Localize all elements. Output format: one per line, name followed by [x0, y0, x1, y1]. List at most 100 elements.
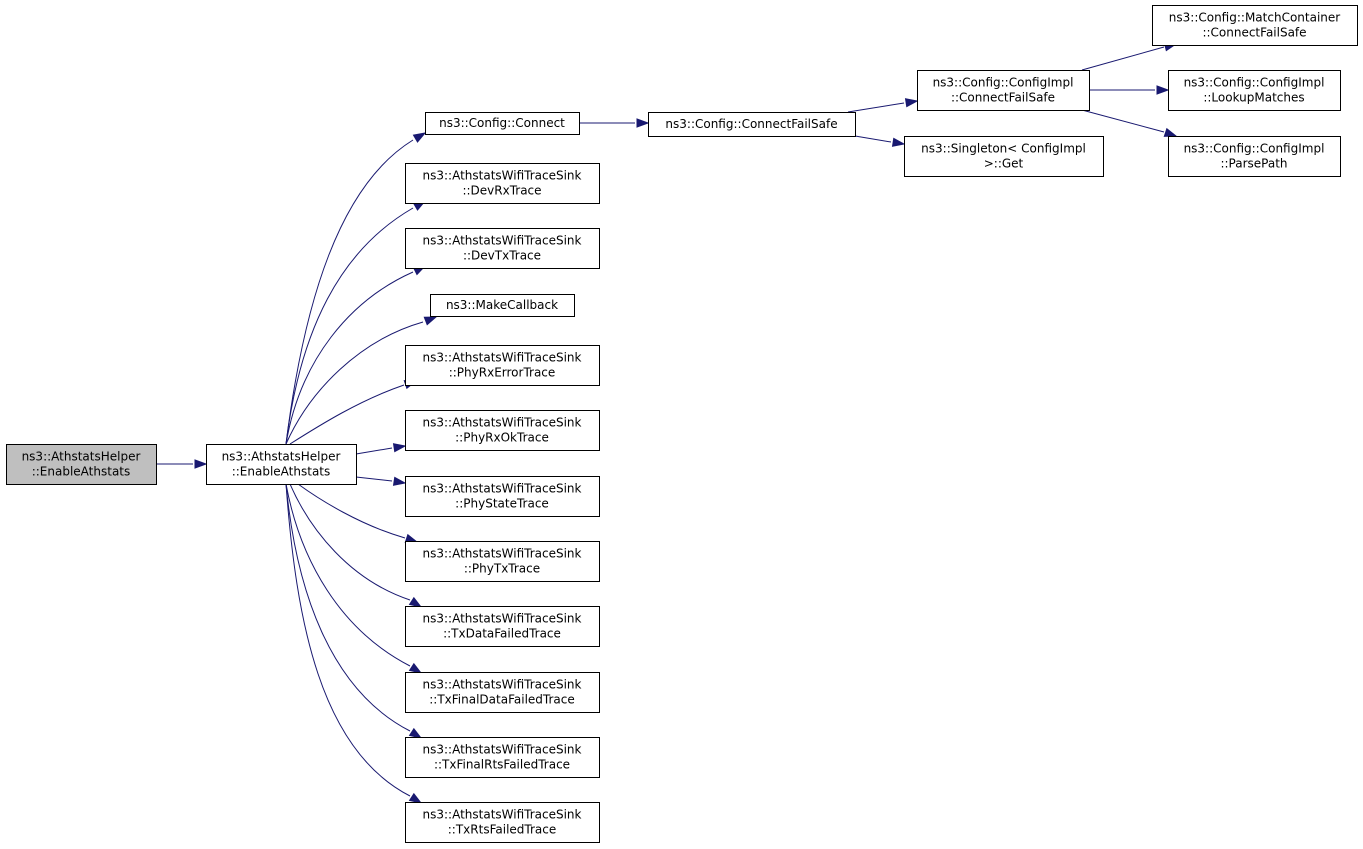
node-label-line: ns3::AthstatsWifiTraceSink: [423, 482, 582, 496]
node-match_cfs[interactable]: ns3::Config::MatchContainer::ConnectFail…: [1152, 5, 1358, 46]
node-label-line: ns3::MakeCallback: [446, 298, 558, 312]
edge-line: [297, 483, 406, 539]
node-label-line: ns3::Config::ConfigImpl: [1184, 142, 1325, 156]
node-root[interactable]: ns3::AthstatsHelper::EnableAthstats: [6, 444, 157, 485]
edge-line: [355, 447, 393, 455]
node-box: [1168, 136, 1341, 177]
edge-line: [854, 135, 892, 143]
node-label-line: ::TxFinalDataFailedTrace: [429, 693, 574, 707]
arrowhead-icon: [408, 727, 423, 739]
node-label-line: ns3::AthstatsWifiTraceSink: [423, 808, 582, 822]
node-box: [6, 444, 157, 485]
node-makecb[interactable]: ns3::MakeCallback: [430, 294, 575, 317]
node-box: [904, 136, 1104, 177]
node-label-line: ::TxDataFailedTrace: [443, 627, 561, 641]
edge-enable-to-connect: [285, 132, 427, 445]
node-label-line: ::ConnectFailSafe: [1202, 26, 1306, 40]
nodes-layer: ns3::AthstatsHelper::EnableAthstatsns3::…: [6, 5, 1358, 843]
edge-enable-to-devtx: [285, 265, 427, 445]
node-cfgimpl_cfs[interactable]: ns3::Config::ConfigImpl::ConnectFailSafe: [917, 70, 1090, 111]
edge-enable-to-txfinalrts: [285, 483, 423, 739]
node-box: [405, 163, 600, 204]
arrowhead-icon: [392, 443, 407, 453]
node-phyrxerr[interactable]: ns3::AthstatsWifiTraceSink::PhyRxErrorTr…: [405, 345, 600, 386]
edge-line: [285, 271, 414, 445]
node-label-line: ns3::AthstatsWifiTraceSink: [423, 234, 582, 248]
node-label-line: ns3::AthstatsWifiTraceSink: [423, 612, 582, 626]
node-label-line: ::ParsePath: [1220, 157, 1287, 171]
node-label-line: >::Get: [984, 157, 1024, 171]
node-singleton[interactable]: ns3::Singleton< ConfigImpl>::Get: [904, 136, 1104, 177]
node-label-line: ::PhyRxErrorTrace: [449, 366, 556, 380]
node-box: [405, 802, 600, 843]
node-box: [425, 112, 580, 135]
edge-connect-to-connectfs: [579, 118, 650, 128]
edge-line: [289, 483, 411, 601]
edge-cfgimpl_cfs-to-match_cfs: [1081, 42, 1178, 71]
arrowhead-icon: [392, 476, 407, 486]
node-devrx[interactable]: ns3::AthstatsWifiTraceSink::DevRxTrace: [405, 163, 600, 204]
node-label-line: ns3::AthstatsWifiTraceSink: [423, 678, 582, 692]
node-label-line: ::LookupMatches: [1203, 91, 1304, 105]
edge-line: [847, 102, 905, 113]
node-label-line: ns3::Config::MatchContainer: [1169, 11, 1340, 25]
node-devtx[interactable]: ns3::AthstatsWifiTraceSink::DevTxTrace: [405, 228, 600, 269]
node-phyrxok[interactable]: ns3::AthstatsWifiTraceSink::PhyRxOkTrace: [405, 410, 600, 451]
edge-enable-to-txrts: [285, 483, 423, 804]
edge-cfgimpl_cfs-to-lookup: [1089, 85, 1170, 95]
edge-line: [285, 483, 411, 797]
node-label-line: ns3::Config::ConfigImpl: [933, 76, 1074, 90]
node-label-line: ::DevTxTrace: [463, 249, 541, 263]
node-connectfs[interactable]: ns3::Config::ConnectFailSafe: [648, 112, 856, 137]
edge-connectfs-to-cfgimpl_cfs: [847, 98, 919, 113]
arrowhead-icon: [1163, 127, 1178, 137]
node-label-line: ns3::AthstatsWifiTraceSink: [423, 351, 582, 365]
edge-line: [285, 483, 411, 732]
node-label-line: ns3::AthstatsWifiTraceSink: [423, 169, 582, 183]
node-txfinaldata[interactable]: ns3::AthstatsWifiTraceSink::TxFinalDataF…: [405, 672, 600, 713]
edge-line: [289, 384, 405, 445]
node-box: [917, 70, 1090, 111]
node-label-line: ns3::AthstatsWifiTraceSink: [423, 416, 582, 430]
node-label-line: ::TxRtsFailedTrace: [448, 823, 556, 837]
edge-line: [355, 476, 393, 482]
edge-enable-to-phyrxok: [355, 443, 407, 455]
arrowhead-icon: [904, 98, 919, 108]
node-label-line: ::PhyRxOkTrace: [455, 431, 549, 445]
node-label-line: ns3::Config::ConnectFailSafe: [665, 117, 837, 131]
node-label-line: ::PhyStateTrace: [455, 497, 549, 511]
arrowhead-icon: [408, 596, 423, 608]
node-enable[interactable]: ns3::AthstatsHelper::EnableAthstats: [206, 444, 357, 485]
node-lookup[interactable]: ns3::Config::ConfigImpl::LookupMatches: [1168, 70, 1341, 111]
node-box: [405, 345, 600, 386]
edge-line: [285, 207, 414, 445]
node-txdata[interactable]: ns3::AthstatsWifiTraceSink::TxDataFailed…: [405, 606, 600, 647]
arrowhead-icon: [408, 662, 423, 674]
node-phytx[interactable]: ns3::AthstatsWifiTraceSink::PhyTxTrace: [405, 541, 600, 582]
node-label-line: ::DevRxTrace: [462, 184, 541, 198]
node-box: [648, 112, 856, 137]
node-parsepath[interactable]: ns3::Config::ConfigImpl::ParsePath: [1168, 136, 1341, 177]
node-box: [405, 606, 600, 647]
node-box: [405, 476, 600, 517]
node-box: [206, 444, 357, 485]
edge-enable-to-phyrxerr: [289, 380, 418, 445]
node-label-line: ns3::AthstatsHelper: [22, 450, 141, 464]
node-box: [405, 737, 600, 778]
edge-line: [285, 483, 411, 667]
node-box: [1168, 70, 1341, 111]
edge-line: [285, 321, 424, 445]
node-txfinalrts[interactable]: ns3::AthstatsWifiTraceSink::TxFinalRtsFa…: [405, 737, 600, 778]
node-connect[interactable]: ns3::Config::Connect: [425, 112, 580, 135]
edge-enable-to-makecb: [285, 316, 438, 445]
node-box: [405, 410, 600, 451]
node-phystate[interactable]: ns3::AthstatsWifiTraceSink::PhyStateTrac…: [405, 476, 600, 517]
node-label-line: ::ConnectFailSafe: [951, 91, 1055, 105]
node-label-line: ns3::Config::ConfigImpl: [1184, 76, 1325, 90]
arrowhead-icon: [423, 316, 438, 326]
node-label-line: ns3::Singleton< ConfigImpl: [921, 142, 1086, 156]
edge-line: [285, 139, 414, 445]
node-label-line: ns3::AthstatsWifiTraceSink: [423, 743, 582, 757]
node-txrts[interactable]: ns3::AthstatsWifiTraceSink::TxRtsFailedT…: [405, 802, 600, 843]
